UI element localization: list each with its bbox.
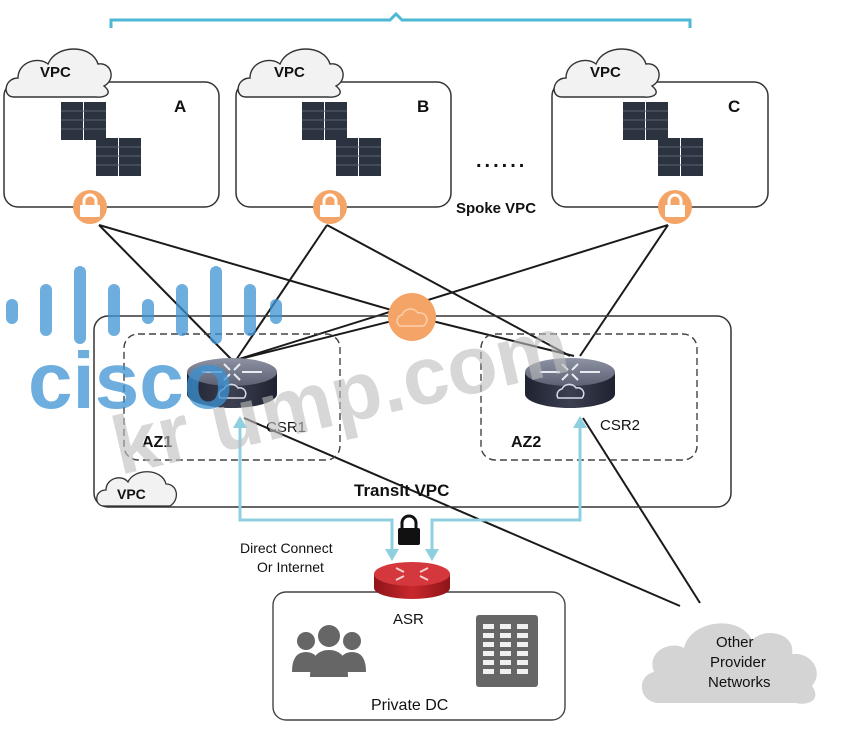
- cisco-watermark: cisco: [6, 266, 282, 425]
- other-provider-cloud: Other Provider Networks: [641, 623, 817, 704]
- or-internet-label: Or Internet: [257, 559, 324, 575]
- svg-text:VPC: VPC: [590, 64, 621, 81]
- spoke-vpc-b: B: [235, 81, 452, 208]
- mesh-links: [98, 224, 701, 607]
- svg-text:VPC: VPC: [40, 64, 71, 81]
- spoke-vpc-name: C: [728, 97, 740, 116]
- svg-text:Other: Other: [716, 634, 754, 651]
- vpc-cloud-icon: VPC: [553, 48, 660, 98]
- spoke-ellipsis: ......: [476, 150, 527, 172]
- spoke-vpc-a: A: [3, 81, 220, 208]
- vpn-lock-icon: [311, 188, 349, 226]
- csr2-label: CSR2: [600, 417, 640, 434]
- vpc-cloud-icon: VPC: [96, 471, 177, 507]
- direct-connect-label: Direct Connect: [240, 540, 333, 556]
- spoke-bracket: [109, 11, 692, 28]
- cloud-hub-icon: [388, 293, 436, 341]
- vpc-cloud-icon: VPC: [5, 48, 112, 98]
- padlock-icon: [398, 514, 420, 545]
- svg-text:Networks: Networks: [708, 674, 771, 691]
- private-dc-label: Private DC: [371, 697, 448, 714]
- az1-label: AZ1: [142, 434, 172, 451]
- spoke-vpc-label: Spoke VPC: [456, 200, 536, 217]
- az2-label: AZ2: [511, 434, 541, 451]
- svg-text:Provider: Provider: [710, 654, 766, 671]
- svg-text:VPC: VPC: [117, 486, 146, 502]
- vpn-lock-icon: [656, 188, 694, 226]
- spoke-vpc-name: A: [174, 97, 186, 116]
- spoke-vpc-name: B: [417, 97, 429, 116]
- arrowheads: [233, 416, 587, 561]
- vpc-cloud-icon: VPC: [237, 48, 344, 98]
- csr1-label: CSR1: [266, 419, 306, 436]
- asr-router-icon: [374, 562, 450, 599]
- asr-label: ASR: [393, 611, 424, 628]
- users-icon: [292, 625, 366, 677]
- vpn-lock-icon: [71, 188, 109, 226]
- spoke-vpc-c: C: [551, 81, 769, 208]
- direct-connect-links: [238, 422, 582, 552]
- az2-zone: [480, 333, 698, 461]
- transit-vpc-label: Transit VPC: [354, 481, 449, 500]
- svg-text:VPC: VPC: [274, 64, 305, 81]
- cisco-logo-text: cisco: [28, 336, 233, 425]
- az1-zone: [123, 333, 341, 461]
- building-icon: [476, 615, 538, 687]
